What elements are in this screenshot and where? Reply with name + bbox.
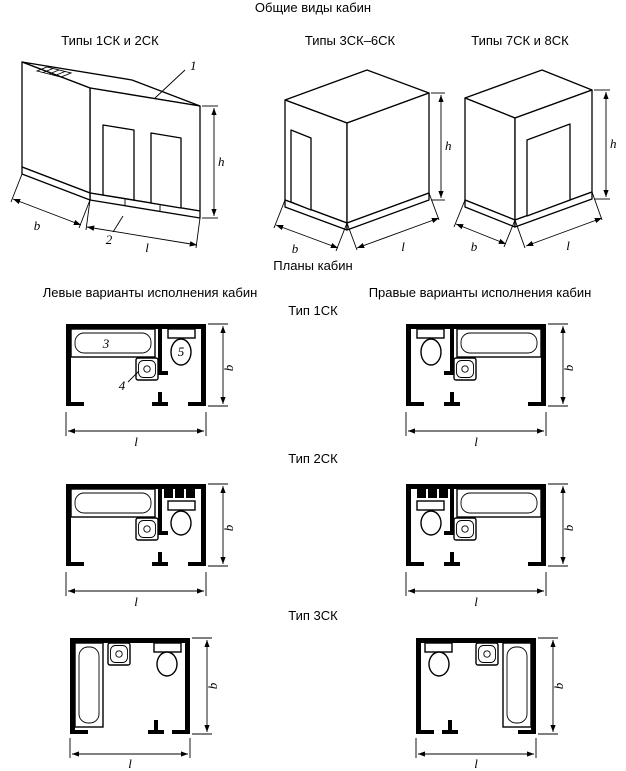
iso-view-1sk-2sk: 1 2 h b l bbox=[10, 58, 225, 255]
dim-label-l: l bbox=[128, 756, 132, 771]
toilet bbox=[153, 642, 182, 677]
dim-label-l: l bbox=[566, 238, 570, 253]
iso-label-2: Типы 3СК–6СК bbox=[304, 33, 396, 48]
dim-label-l: l bbox=[474, 594, 478, 609]
cabin-plan-mirrored bbox=[415, 637, 537, 735]
dim-label-b: b bbox=[551, 682, 566, 689]
title-plans: Планы кабин bbox=[273, 258, 353, 273]
partition-wall bbox=[158, 329, 162, 375]
sink bbox=[107, 642, 131, 666]
callout-1: 1 bbox=[190, 58, 197, 73]
dimension-lines bbox=[69, 637, 212, 758]
wall-top bbox=[66, 324, 206, 329]
cabin-box bbox=[21, 61, 201, 219]
door-opening bbox=[290, 129, 312, 211]
door-opening bbox=[102, 124, 135, 201]
sink bbox=[135, 357, 159, 381]
toilet bbox=[167, 328, 196, 366]
dim-label-l: l bbox=[474, 434, 478, 449]
sink bbox=[135, 517, 159, 541]
cabin-plan bbox=[66, 324, 206, 406]
door-jamb bbox=[66, 402, 84, 406]
dim-label-l: l bbox=[401, 239, 405, 254]
dim-label-l: l bbox=[474, 756, 478, 771]
heater-unit bbox=[164, 489, 195, 498]
dim-label-b: b bbox=[34, 218, 41, 233]
door-opening bbox=[150, 132, 182, 209]
title-general-views: Общие виды кабин bbox=[254, 0, 372, 15]
partition-stub bbox=[154, 720, 158, 734]
iso-label-3: Типы 7СК и 8СК bbox=[471, 33, 569, 48]
dim-label-b: b bbox=[471, 239, 478, 254]
iso-view-3sk-6sk: h b l bbox=[273, 69, 452, 256]
cabin-plan bbox=[70, 638, 190, 734]
dim-label-b: b bbox=[561, 364, 576, 371]
partition-wall bbox=[158, 489, 162, 535]
dim-label-b: b bbox=[292, 241, 299, 256]
dim-label-h: h bbox=[610, 136, 617, 151]
bathtub bbox=[70, 488, 156, 518]
plan-3sk-left: b l bbox=[69, 637, 220, 771]
door-opening bbox=[526, 123, 571, 217]
iso-view-7sk-8sk: h b l bbox=[453, 69, 617, 254]
partition-stub bbox=[158, 392, 162, 406]
dim-label-l: l bbox=[145, 240, 149, 255]
dimensions: h b l bbox=[273, 92, 452, 256]
dimensions: h b l bbox=[453, 89, 617, 254]
dim-label-l: l bbox=[134, 434, 138, 449]
type-label-3sk: Тип 3СК bbox=[288, 608, 338, 623]
dim-label-b: b bbox=[221, 364, 236, 371]
plan-1sk-right: b l bbox=[405, 323, 576, 449]
plan-3sk-right: b l bbox=[415, 637, 566, 771]
cabin-plan-mirrored bbox=[405, 483, 547, 567]
bathtub bbox=[70, 328, 156, 358]
right-variants-label: Правые варианты исполнения кабин bbox=[368, 285, 592, 300]
vent-grille bbox=[35, 66, 73, 78]
type-label-2sk: Тип 2СК bbox=[288, 451, 338, 466]
cabin-plan bbox=[66, 484, 206, 566]
dim-label-b: b bbox=[221, 524, 236, 531]
cabin-box bbox=[284, 69, 430, 231]
iso-label-1: Типы 1СК и 2СК bbox=[61, 33, 159, 48]
dim-label-l: l bbox=[134, 594, 138, 609]
callout-2: 2 bbox=[106, 232, 113, 247]
callout-5: 5 bbox=[178, 344, 185, 359]
dim-label-b: b bbox=[561, 524, 576, 531]
cabin-box bbox=[464, 69, 593, 228]
door-jamb bbox=[152, 402, 168, 406]
dim-label-b: b bbox=[205, 682, 220, 689]
plan-2sk-right: b l bbox=[405, 483, 576, 609]
cabin-plan-mirrored bbox=[405, 323, 547, 407]
type-label-1sk: Тип 1СК bbox=[288, 303, 338, 318]
left-variants-label: Левые варианты исполнения кабин bbox=[42, 285, 258, 300]
toilet bbox=[167, 500, 196, 536]
callout-3: 3 bbox=[102, 336, 110, 351]
dim-label-h: h bbox=[218, 154, 225, 169]
wall-left bbox=[66, 324, 71, 406]
partition-foot bbox=[152, 371, 168, 375]
plan-2sk-left: b l bbox=[58, 476, 236, 609]
door-jamb bbox=[188, 402, 206, 406]
dimension-lines bbox=[65, 323, 228, 436]
callout-4: 4 bbox=[119, 378, 126, 393]
plan-1sk-left: 3 4 5 b l bbox=[65, 323, 236, 449]
dimensions: h b l bbox=[10, 105, 225, 255]
dim-label-h: h bbox=[445, 138, 452, 153]
bathtub bbox=[74, 642, 104, 728]
wall-right bbox=[201, 324, 206, 406]
